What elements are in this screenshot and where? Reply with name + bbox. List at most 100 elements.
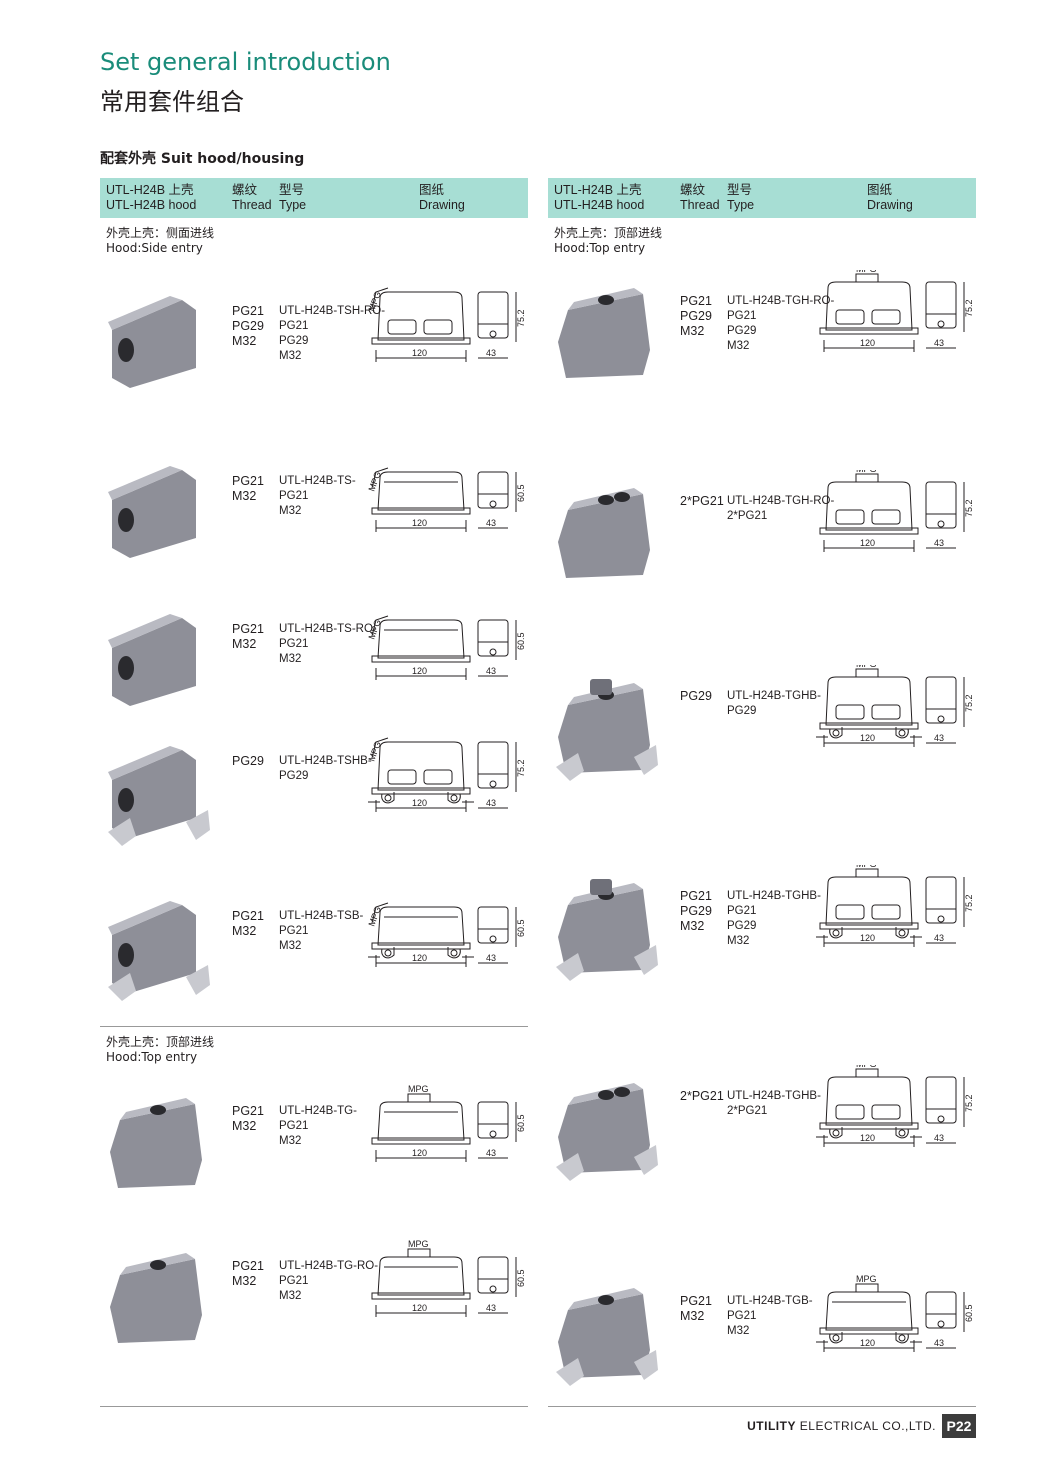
header-drawing-cn: 图纸 <box>867 183 893 197</box>
thread-spec-line: M32 <box>232 637 257 651</box>
type-code-line: M32 <box>727 935 750 947</box>
group-label-cn: 外壳上壳：侧面进线 <box>106 226 215 240</box>
table-header-right: UTL-H24B 上壳 UTL-H24B hood 螺纹 Thread 型号 T… <box>548 178 976 218</box>
height-dimension: 60.5 <box>516 484 526 502</box>
header-type-cn: 型号 <box>279 183 305 197</box>
type-code-line: PG29 <box>279 770 309 782</box>
thread-spec: PG29 <box>680 689 712 704</box>
type-code-line: PG21 <box>279 1120 309 1132</box>
type-code-line: UTL-H24B-TGHB- <box>727 690 821 702</box>
type-code-line: UTL-H24B-TSHB- <box>279 755 372 767</box>
group-label-right-top: 外壳上壳：顶部进线 Hood:Top entry <box>554 226 662 256</box>
depth-dimension: 43 <box>486 348 496 358</box>
width-dimension: 120 <box>412 1303 427 1313</box>
product-photo <box>108 746 210 846</box>
mpg-label: MPG <box>856 665 877 669</box>
depth-dimension: 43 <box>486 518 496 528</box>
header-thread-cn: 螺纹 <box>232 183 258 197</box>
group-label-en: Hood:Side entry <box>106 241 203 255</box>
thread-spec-line: PG29 <box>680 904 712 918</box>
width-dimension: 120 <box>860 1338 875 1348</box>
depth-dimension: 43 <box>934 1133 944 1143</box>
page-number: P22 <box>942 1414 976 1438</box>
depth-dimension: 43 <box>934 1338 944 1348</box>
depth-dimension: 43 <box>934 338 944 348</box>
type-code-line: UTL-H24B-TG-RO- <box>279 1260 379 1272</box>
mpg-label: MPG <box>856 470 877 474</box>
company-name-rest: ELECTRICAL CO.,LTD. <box>795 1419 936 1433</box>
type-code-line: PG21 <box>279 490 309 502</box>
thread-spec-line: M32 <box>680 919 705 933</box>
thread-spec-line: PG21 <box>680 889 712 903</box>
product-photo <box>108 614 196 706</box>
product-photo <box>558 488 650 578</box>
thread-spec-line: PG21 <box>680 1294 712 1308</box>
product-photo <box>108 901 210 1001</box>
header-type-cn: 型号 <box>727 183 753 197</box>
header-type-en: Type <box>279 198 307 212</box>
company-name: UTILITY ELECTRICAL CO.,LTD. <box>747 1419 936 1433</box>
depth-dimension: 43 <box>486 1303 496 1313</box>
thread-spec-line: PG21 <box>232 909 264 923</box>
thread-spec-line: PG21 <box>232 1259 264 1273</box>
type-code-line: PG29 <box>727 325 757 337</box>
type-code-line: UTL-H24B-TGH-RO- <box>727 495 835 507</box>
divider <box>100 1026 528 1027</box>
thread-spec-line: PG29 <box>680 689 712 703</box>
height-dimension: 75.2 <box>964 894 974 912</box>
mpg-label: MPG <box>366 740 382 763</box>
header-model-en: UTL-H24B hood <box>106 198 197 212</box>
thread-spec-line: 2*PG21 <box>680 1089 724 1103</box>
product-photo <box>556 679 658 781</box>
type-code-line: M32 <box>279 505 302 517</box>
header-model-cn: UTL-H24B 上壳 <box>106 183 194 197</box>
thread-spec-line: PG21 <box>232 304 264 318</box>
header-drawing-en: Drawing <box>867 198 913 212</box>
type-code-line: PG21 <box>727 1310 757 1322</box>
type-code-line: UTL-H24B-TGHB- <box>727 890 821 902</box>
thread-spec-line: PG21 <box>232 1104 264 1118</box>
width-dimension: 120 <box>412 953 427 963</box>
type-code: UTL-H24B-TGHB-PG29 <box>727 689 821 719</box>
mpg-label: MPG <box>856 1065 877 1069</box>
product-photo <box>108 466 196 558</box>
type-code-line: M32 <box>279 1290 302 1302</box>
type-code-line: M32 <box>279 940 302 952</box>
type-code-line: PG29 <box>279 335 309 347</box>
width-dimension: 120 <box>860 538 875 548</box>
type-code-line: UTL-H24B-TG- <box>279 1105 357 1117</box>
mpg-label: MPG <box>366 290 382 313</box>
mpg-label: MPG <box>856 865 877 869</box>
depth-dimension: 43 <box>486 953 496 963</box>
type-code-line: UTL-H24B-TS- <box>279 475 356 487</box>
width-dimension: 120 <box>412 518 427 528</box>
mpg-label: MPG <box>408 1239 429 1249</box>
group-label-left-top: 外壳上壳：顶部进线 Hood:Top entry <box>106 1035 214 1065</box>
table-header-left: UTL-H24B 上壳 UTL-H24B hood 螺纹 Thread 型号 T… <box>100 178 528 218</box>
depth-dimension: 43 <box>934 733 944 743</box>
group-label-en: Hood:Top entry <box>106 1050 198 1064</box>
type-code-line: PG21 <box>727 905 757 917</box>
thread-spec-line: M32 <box>232 1274 257 1288</box>
height-dimension: 60.5 <box>516 1114 526 1132</box>
width-dimension: 120 <box>412 348 427 358</box>
thread-spec: 2*PG21 <box>680 1089 724 1104</box>
type-code-line: PG21 <box>279 638 309 650</box>
type-code-line: M32 <box>279 1135 302 1147</box>
type-code-line: M32 <box>279 653 302 665</box>
